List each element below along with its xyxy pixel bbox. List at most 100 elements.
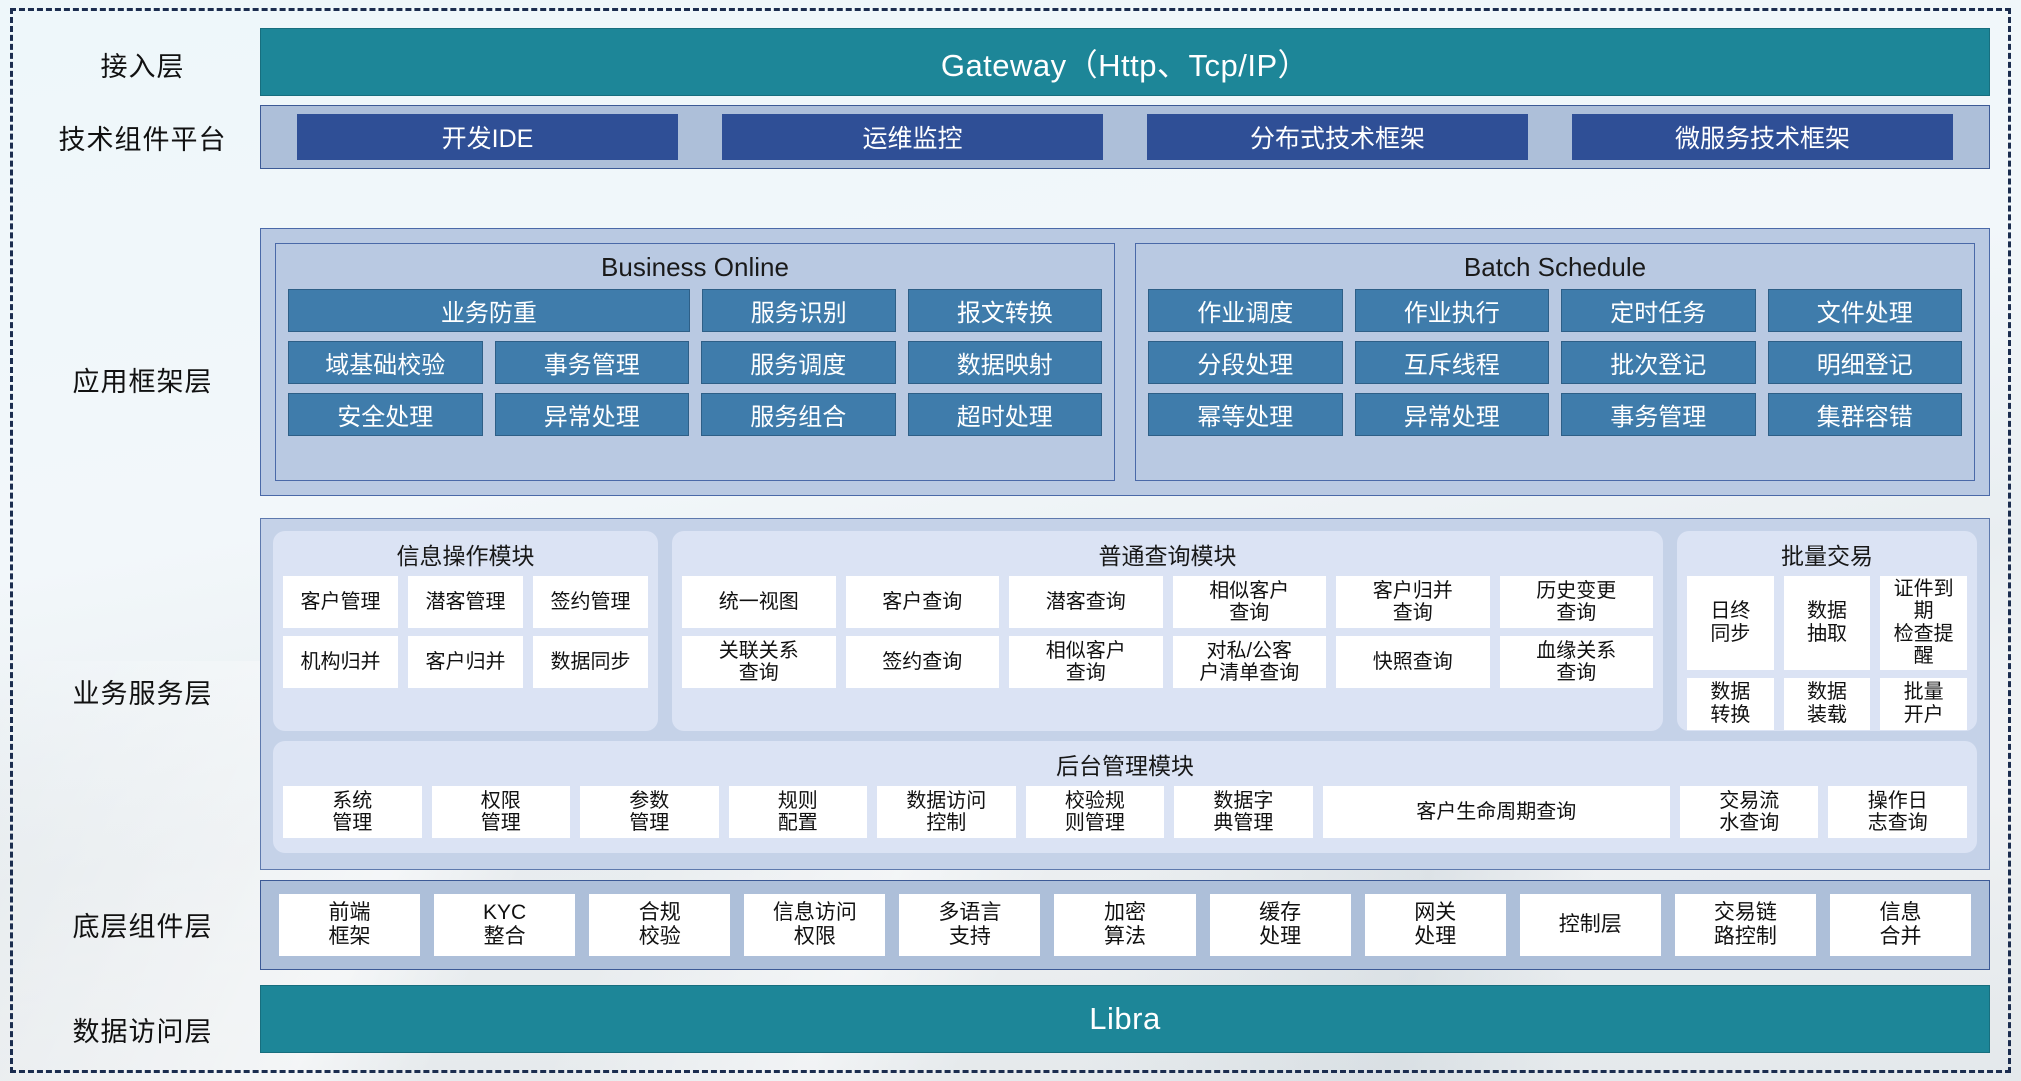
cell-certificate-expiry-reminder[interactable]: 证件到期 检查提醒: [1880, 576, 1968, 670]
module-row: 关联关系 查询 签约查询 相似客户 查询 对私/公客 户清单查询 快照查询 血缘…: [682, 636, 1653, 688]
app-chip-timeout-process[interactable]: 超时处理: [907, 393, 1102, 436]
cell-data-extract[interactable]: 数据 抽取: [1783, 576, 1871, 670]
app-chip-idempotent-process[interactable]: 幂等处理: [1148, 393, 1343, 436]
app-chip-exception-process[interactable]: 异常处理: [494, 393, 689, 436]
app-group-title: Business Online: [601, 252, 789, 282]
module-common-query: 普通查询模块 统一视图 客户查询 潜客查询 相似客户 查询 客户归并 查询 历史…: [672, 531, 1663, 731]
app-chip-batch-register[interactable]: 批次登记: [1561, 341, 1756, 384]
app-chip-row: 业务防重 服务识别 报文转换: [288, 289, 1102, 332]
app-chip-segment-process[interactable]: 分段处理: [1148, 341, 1343, 384]
cell-info-access-permission[interactable]: 信息访问 权限: [744, 894, 886, 956]
cell-system-manage[interactable]: 系统 管理: [283, 786, 422, 838]
cell-multilanguage-support[interactable]: 多语言 支持: [899, 894, 1041, 956]
cell-customer-manage[interactable]: 客户管理: [283, 576, 398, 628]
tech-chip-ops-monitor[interactable]: 运维监控: [722, 114, 1103, 160]
cell-compliance-validation[interactable]: 合规 校验: [589, 894, 731, 956]
app-chip-security-process[interactable]: 安全处理: [288, 393, 483, 436]
cell-validation-rule-manage[interactable]: 校验规 则管理: [1025, 786, 1165, 838]
cell-prospect-query[interactable]: 潜客查询: [1009, 576, 1163, 628]
cell-org-merge[interactable]: 机构归并: [283, 636, 398, 688]
tech-chip-ide[interactable]: 开发IDE: [297, 114, 678, 160]
cell-parameter-manage[interactable]: 参数 管理: [580, 786, 719, 838]
cell-cache-processing[interactable]: 缓存 处理: [1209, 894, 1351, 956]
app-chip-data-mapping[interactable]: 数据映射: [907, 341, 1102, 384]
cell-transaction-flow-query[interactable]: 交易流 水查询: [1679, 786, 1819, 838]
module-row: 日终 同步 数据 抽取 证件到期 检查提醒: [1687, 576, 1968, 670]
app-chip-grid: 作业调度 作业执行 定时任务 文件处理 分段处理 互斥线程 批次登记 明细登记 …: [1148, 289, 1962, 436]
app-chip-transaction-manage[interactable]: 事务管理: [1561, 393, 1756, 436]
cell-customer-merge-query[interactable]: 客户归并 查询: [1336, 576, 1490, 628]
app-chip-business-dedup[interactable]: 业务防重: [288, 289, 690, 332]
app-chip-detail-register[interactable]: 明细登记: [1767, 341, 1962, 384]
cell-retail-corporate-list-query[interactable]: 对私/公客 户清单查询: [1172, 636, 1326, 688]
app-chip-exception-process[interactable]: 异常处理: [1354, 393, 1549, 436]
cell-control-layer[interactable]: 控制层: [1519, 894, 1661, 956]
cell-frontend-framework[interactable]: 前端 框架: [279, 894, 421, 956]
cell-history-change-query[interactable]: 历史变更 查询: [1499, 576, 1653, 628]
cell-snapshot-query[interactable]: 快照查询: [1336, 636, 1490, 688]
module-title: 普通查询模块: [1098, 543, 1237, 569]
cell-eod-sync[interactable]: 日终 同步: [1687, 576, 1774, 670]
gateway-bar[interactable]: Gateway（Http、Tcp/IP）: [260, 28, 1990, 96]
cell-batch-account-open[interactable]: 批量 开户: [1880, 677, 1968, 730]
app-chip-cluster-fault-tolerance[interactable]: 集群容错: [1767, 393, 1962, 436]
cell-similar-customer-query-2[interactable]: 相似客户 查询: [1009, 636, 1163, 688]
cell-unified-view[interactable]: 统一视图: [682, 576, 836, 628]
tech-platform-strip: 开发IDE 运维监控 分布式技术框架 微服务技术框架: [260, 105, 1990, 169]
cell-prospect-manage[interactable]: 潜客管理: [408, 576, 523, 628]
app-chip-job-schedule[interactable]: 作业调度: [1148, 289, 1343, 332]
module-batch-transaction: 批量交易 日终 同步 数据 抽取 证件到期 检查提醒 数据 转换 数据 装载 批…: [1677, 531, 1977, 731]
cell-similar-customer-query[interactable]: 相似客户 查询: [1172, 576, 1326, 628]
layer-label-access: 接入层: [100, 52, 185, 82]
diagram-dashed-frame: [10, 8, 2011, 1073]
cell-contract-query[interactable]: 签约查询: [845, 636, 999, 688]
cell-customer-merge[interactable]: 客户归并: [408, 636, 523, 688]
cell-relation-query[interactable]: 关联关系 查询: [682, 636, 836, 688]
app-chip-timed-task[interactable]: 定时任务: [1561, 289, 1756, 332]
cell-encryption-algorithm[interactable]: 加密 算法: [1054, 894, 1196, 956]
app-chip-domain-validate[interactable]: 域基础校验: [288, 341, 483, 384]
libra-bar[interactable]: Libra: [260, 985, 1990, 1053]
app-chip-service-compose[interactable]: 服务组合: [701, 393, 896, 436]
layer-label-business-service: 业务服务层: [72, 679, 213, 709]
layer-label-data-access: 数据访问层: [72, 1017, 213, 1047]
cell-contract-manage[interactable]: 签约管理: [533, 576, 648, 628]
cell-data-access-control[interactable]: 数据访问 控制: [877, 786, 1016, 838]
module-row: 机构归并 客户归并 数据同步: [283, 636, 648, 688]
cell-operation-log-query[interactable]: 操作日 志查询: [1828, 786, 1967, 838]
cell-data-load[interactable]: 数据 装载: [1783, 677, 1871, 730]
cell-rule-config[interactable]: 规则 配置: [728, 786, 868, 838]
app-chip-message-transform[interactable]: 报文转换: [907, 289, 1102, 332]
app-chip-transaction-manage[interactable]: 事务管理: [494, 341, 689, 384]
app-chip-job-execute[interactable]: 作业执行: [1354, 289, 1549, 332]
cell-data-sync[interactable]: 数据同步: [533, 636, 648, 688]
app-chip-row: 域基础校验 事务管理 服务调度 数据映射: [288, 341, 1102, 384]
cell-data-transform[interactable]: 数据 转换: [1687, 677, 1774, 730]
app-framework-container: Business Online 业务防重 服务识别 报文转换 域基础校验 事务管…: [260, 228, 1990, 496]
module-grid: 日终 同步 数据 抽取 证件到期 检查提醒 数据 转换 数据 装载 批量 开户: [1687, 576, 1968, 730]
base-component-strip: 前端 框架 KYC 整合 合规 校验 信息访问 权限 多语言 支持 加密 算法 …: [260, 880, 1990, 970]
cell-info-merge[interactable]: 信息 合并: [1829, 894, 1972, 956]
cell-transaction-link-control[interactable]: 交易链 路控制: [1674, 894, 1816, 956]
layer-label-app-framework: 应用框架层: [72, 367, 213, 397]
cell-data-dictionary-manage[interactable]: 数据字 典管理: [1174, 786, 1313, 838]
cell-lineage-query[interactable]: 血缘关系 查询: [1499, 636, 1653, 688]
cell-customer-query[interactable]: 客户查询: [845, 576, 999, 628]
module-row: 客户管理 潜客管理 签约管理: [283, 576, 648, 628]
module-title: 后台管理模块: [1056, 753, 1194, 779]
module-row: 统一视图 客户查询 潜客查询 相似客户 查询 客户归并 查询 历史变更 查询: [682, 576, 1653, 628]
app-chip-file-process[interactable]: 文件处理: [1767, 289, 1962, 332]
business-service-container: 信息操作模块 客户管理 潜客管理 签约管理 机构归并 客户归并 数据同步: [260, 518, 1990, 870]
module-row: 系统 管理 权限 管理 参数 管理 规则 配置 数据访问 控制 校验规 则管理 …: [283, 786, 1967, 838]
app-chip-service-schedule[interactable]: 服务调度: [701, 341, 896, 384]
cell-customer-lifecycle-query[interactable]: 客户生命周期查询: [1322, 786, 1670, 838]
cell-permission-manage[interactable]: 权限 管理: [431, 786, 571, 838]
module-grid: 客户管理 潜客管理 签约管理 机构归并 客户归并 数据同步: [283, 576, 648, 688]
app-chip-service-identify[interactable]: 服务识别: [701, 289, 896, 332]
tech-chip-microservice-framework[interactable]: 微服务技术框架: [1572, 114, 1953, 160]
cell-kyc-integration[interactable]: KYC 整合: [434, 894, 576, 956]
app-chip-mutex-thread[interactable]: 互斥线程: [1354, 341, 1549, 384]
cell-gateway-processing[interactable]: 网关 处理: [1364, 894, 1506, 956]
tech-chip-distributed-framework[interactable]: 分布式技术框架: [1147, 114, 1528, 160]
module-grid: 系统 管理 权限 管理 参数 管理 规则 配置 数据访问 控制 校验规 则管理 …: [283, 786, 1967, 838]
